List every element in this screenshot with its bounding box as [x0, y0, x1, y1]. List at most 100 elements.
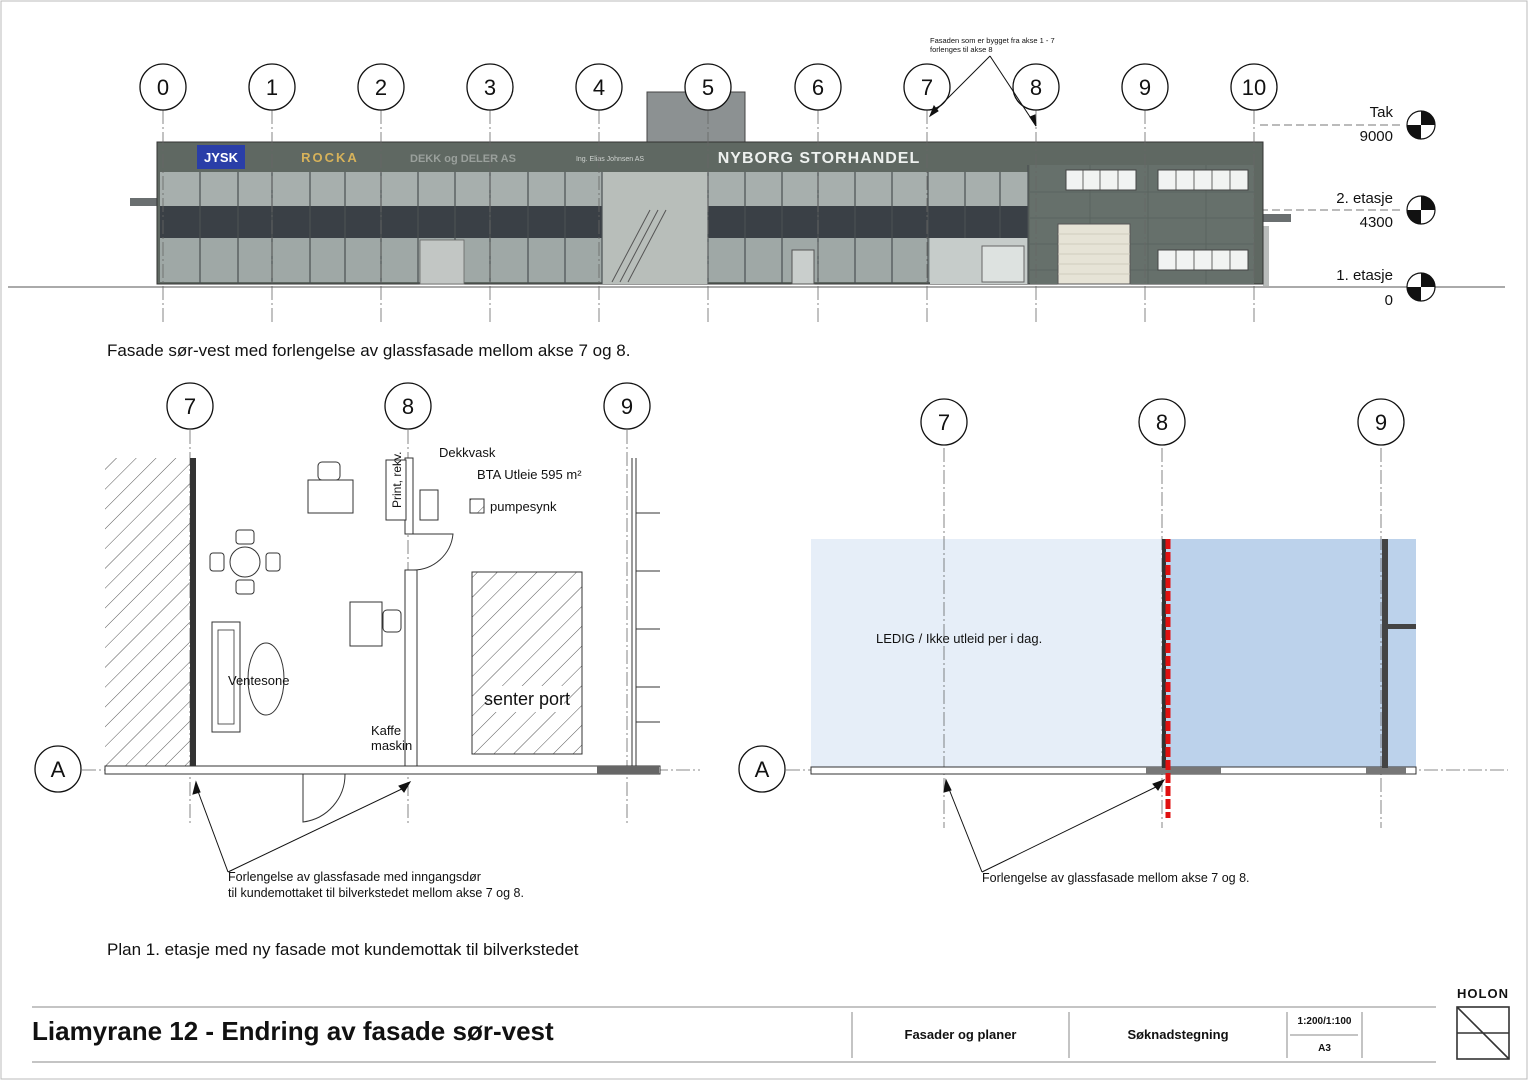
label-ventesone: Ventesone: [228, 673, 289, 688]
drawings-label: Fasader og planer: [904, 1027, 1017, 1042]
level-marker-2: [1406, 195, 1436, 225]
label-print: Print, rekv.: [390, 452, 404, 508]
plan-left-axis-label-7: 7: [184, 394, 196, 419]
level-marker-tak: [1406, 110, 1436, 140]
facade-axis-bubble-0: [139, 63, 187, 111]
plan-left-axis-label-8: 8: [402, 394, 414, 419]
plan-right-axis-label-9: 9: [1375, 410, 1387, 435]
sign-jysk: JYSK: [204, 150, 239, 165]
plan-left-axis-label-A: A: [51, 757, 66, 782]
entrance-door: [302, 773, 346, 823]
level-name-tak: Tak: [1370, 104, 1394, 121]
facade-axis-bubble-3: [466, 63, 514, 111]
scale: 1:200/1:100: [1297, 1016, 1352, 1027]
chair-2: [382, 609, 402, 633]
level-marker-1: [1406, 272, 1436, 302]
plan-caption: Plan 1. etasje med ny fasade mot kundemo…: [107, 940, 579, 959]
pumpesynk-legend: [469, 498, 485, 514]
plan-right-axis-label-A: A: [755, 757, 770, 782]
reception-door: [981, 245, 1025, 283]
facade-note-line1: Fasaden som er bygget fra akse 1 - 7: [930, 36, 1055, 45]
label-bta: BTA Utleie 595 m²: [477, 467, 582, 482]
facade-axis-lines: [162, 110, 1255, 325]
chair-1: [317, 461, 341, 481]
plan-right-axis-bubble-7: [920, 398, 968, 446]
plan-left-note-line2: til kundemottaket til bilverkstedet mell…: [228, 886, 524, 900]
sign-rocka: ROCKA: [301, 150, 359, 165]
senter-port-label-bg: [490, 686, 564, 712]
facade-elevation: JYSK ROCKA DEKK og DELER AS Ing. Elias J…: [8, 36, 1505, 325]
facade-axis-bubble-1: [248, 63, 296, 111]
plan-right-axis-bubble-9: [1357, 398, 1405, 446]
plan-right: 7 8 9 A LEDIG / Ikke utleid per i dag. F…: [738, 398, 1508, 885]
facade-axis-label-10: 10: [1242, 75, 1266, 100]
level-value-2: 4300: [1360, 214, 1393, 231]
facade-axis-label-0: 0: [157, 75, 169, 100]
label-kaffe-1: Kaffe: [371, 723, 401, 738]
atrium: [602, 172, 708, 284]
level-name-1: 1. etasje: [1336, 267, 1393, 284]
sign-dekk: DEKK og DELER AS: [410, 153, 516, 165]
sign-main: NYBORG STORHANDEL: [718, 150, 921, 167]
label-kaffe-2: maskin: [371, 738, 412, 753]
label-pumpesynk: pumpesynk: [490, 499, 557, 514]
partition-lower: [404, 569, 418, 767]
facade-axis-label-8: 8: [1030, 75, 1042, 100]
drawing-type: Søknadstegning: [1127, 1027, 1229, 1042]
facade-axis-bubble-5: [684, 63, 732, 111]
facade-axis-label-9: 9: [1139, 75, 1151, 100]
facade-wall-line: [104, 765, 661, 775]
plan-left-note-line1: Forlengelse av glassfasade med inngangsd…: [228, 870, 481, 884]
plan-left-axis-bubble-8: [384, 382, 432, 430]
facade-axis-bubble-9: [1121, 63, 1169, 111]
glass-upper: [160, 172, 1028, 206]
plan-left-axis-bubble-9: [603, 382, 651, 430]
facade-axis-bubble-8: [1012, 63, 1060, 111]
facade-axis-bubble-4: [575, 63, 623, 111]
facade-axis-label-7: 7: [921, 75, 933, 100]
plan-right-axis8-wall: [1162, 539, 1166, 768]
plan-right-wall-segment-8: [1146, 767, 1221, 774]
plan-right-axis-bubble-A: [738, 745, 786, 793]
wall-segment-9: [597, 766, 659, 774]
holon-logo: [1456, 1006, 1510, 1060]
label-senter-port: senter port: [484, 689, 570, 709]
sink: [419, 489, 439, 521]
facade-axis-label-3: 3: [484, 75, 496, 100]
panel-door: [419, 239, 465, 285]
sign-jysk-box: [197, 145, 245, 169]
facade-axis-label-6: 6: [812, 75, 824, 100]
desk-1: [307, 479, 354, 514]
right-pillar: [1263, 226, 1269, 286]
plan-right-note: Forlengelse av glassfasade mellom akse 7…: [982, 871, 1250, 885]
hatched-wall-area: [105, 458, 190, 768]
plan-left-axis-label-9: 9: [621, 394, 633, 419]
facade-note-leaders: [928, 55, 1037, 127]
oval-table: [247, 642, 285, 716]
left-canopy: [130, 198, 160, 206]
facade-axis-label-4: 4: [593, 75, 605, 100]
level-value-1: 0: [1385, 292, 1393, 309]
facade-axis-label-5: 5: [702, 75, 714, 100]
senter-port-area: [471, 571, 583, 755]
plan-right-axis-bubble-8: [1138, 398, 1186, 446]
internal-door: [412, 533, 454, 571]
round-table: [229, 546, 261, 578]
paper-format: A3: [1318, 1043, 1331, 1054]
level-name-2: 2. etasje: [1336, 190, 1393, 207]
right-canopy: [1263, 214, 1291, 222]
plan-fill-dark: [1166, 539, 1416, 768]
facade-axis-bubble-6: [794, 63, 842, 111]
level-value-tak: 9000: [1360, 128, 1393, 145]
plan-right-axis-label-7: 7: [938, 410, 950, 435]
label-ledig: LEDIG / Ikke utleid per i dag.: [876, 631, 1042, 646]
print-cabinet: [385, 459, 407, 521]
desk-2: [349, 601, 383, 647]
plan-right-facade-wall: [810, 766, 1417, 775]
facade-axis-label-2: 2: [375, 75, 387, 100]
plan-left-axis-bubble-7: [166, 382, 214, 430]
plan-left: Print, rekv.: [34, 382, 700, 900]
side-door: [791, 249, 815, 285]
plan-left-axis-bubble-A: [34, 745, 82, 793]
